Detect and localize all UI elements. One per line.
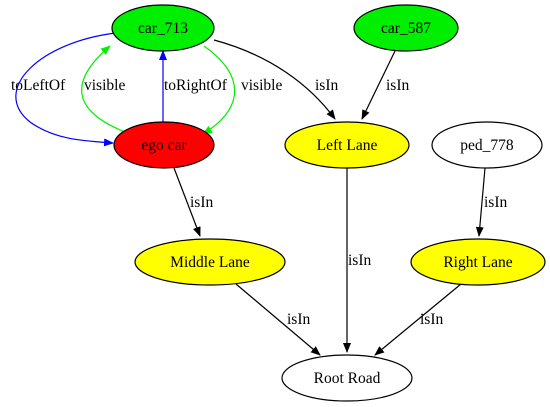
edge-label-ego-middle-isin: isIn (190, 194, 214, 211)
edge-ped778-right-isin (475, 167, 486, 237)
node-left-lane-label: Left Lane (317, 137, 378, 154)
edge-car713-left-isin (213, 39, 336, 120)
node-car-587-shape (353, 4, 459, 52)
edge-ego-middle-isin (173, 167, 201, 237)
node-root-road-label: Root Road (314, 370, 381, 387)
edge-label-torightof: toRightOf (164, 77, 228, 94)
node-ego-car: ego car (113, 121, 215, 169)
node-left-lane: Left Lane (284, 121, 410, 169)
edge-label-middle-root-isin: isIn (287, 311, 311, 328)
edge-label-left-root-isin: isIn (348, 252, 372, 269)
node-right-lane: Right Lane (410, 238, 546, 286)
node-car-713-shape (111, 4, 215, 52)
node-car-713: car_713 (111, 4, 215, 52)
edge-ego-car713-visible (81, 45, 126, 133)
edge-car713-ego-visible (202, 45, 236, 135)
node-ped-778-shape (431, 121, 543, 169)
node-car-587: car_587 (353, 4, 459, 52)
edge-label-car713-left-isin: isIn (315, 77, 339, 94)
edge-label-toleftof: toLeftOf (11, 77, 66, 94)
node-root-road: Root Road (281, 354, 413, 402)
edge-car713-ego-toleftof (15, 32, 117, 147)
node-right-lane-label: Right Lane (443, 254, 512, 271)
edge-label-visible-right: visible (241, 77, 282, 94)
node-right-lane-shape (410, 238, 546, 286)
edge-car587-left-isin (361, 50, 396, 120)
node-ego-car-shape (113, 121, 215, 169)
node-ped-778: ped_778 (431, 121, 543, 169)
node-car-587-label: car_587 (381, 20, 431, 37)
node-left-lane-shape (284, 121, 410, 169)
node-middle-lane-label: Middle Lane (170, 254, 250, 271)
edge-label-car587-left-isin: isIn (386, 77, 410, 94)
edge-label-ped778-right-isin: isIn (484, 194, 508, 211)
node-ped-778-label: ped_778 (460, 137, 514, 154)
edge-right-root-isin (374, 283, 462, 356)
node-middle-lane-shape (134, 238, 286, 286)
node-root-road-shape (281, 354, 413, 402)
node-ego-car-label: ego car (141, 137, 187, 154)
edge-middle-root-isin (235, 283, 321, 356)
edge-label-right-root-isin: isIn (420, 311, 444, 328)
edge-label-visible-left: visible (84, 77, 125, 94)
node-middle-lane: Middle Lane (134, 238, 286, 286)
node-car-713-label: car_713 (138, 20, 188, 37)
